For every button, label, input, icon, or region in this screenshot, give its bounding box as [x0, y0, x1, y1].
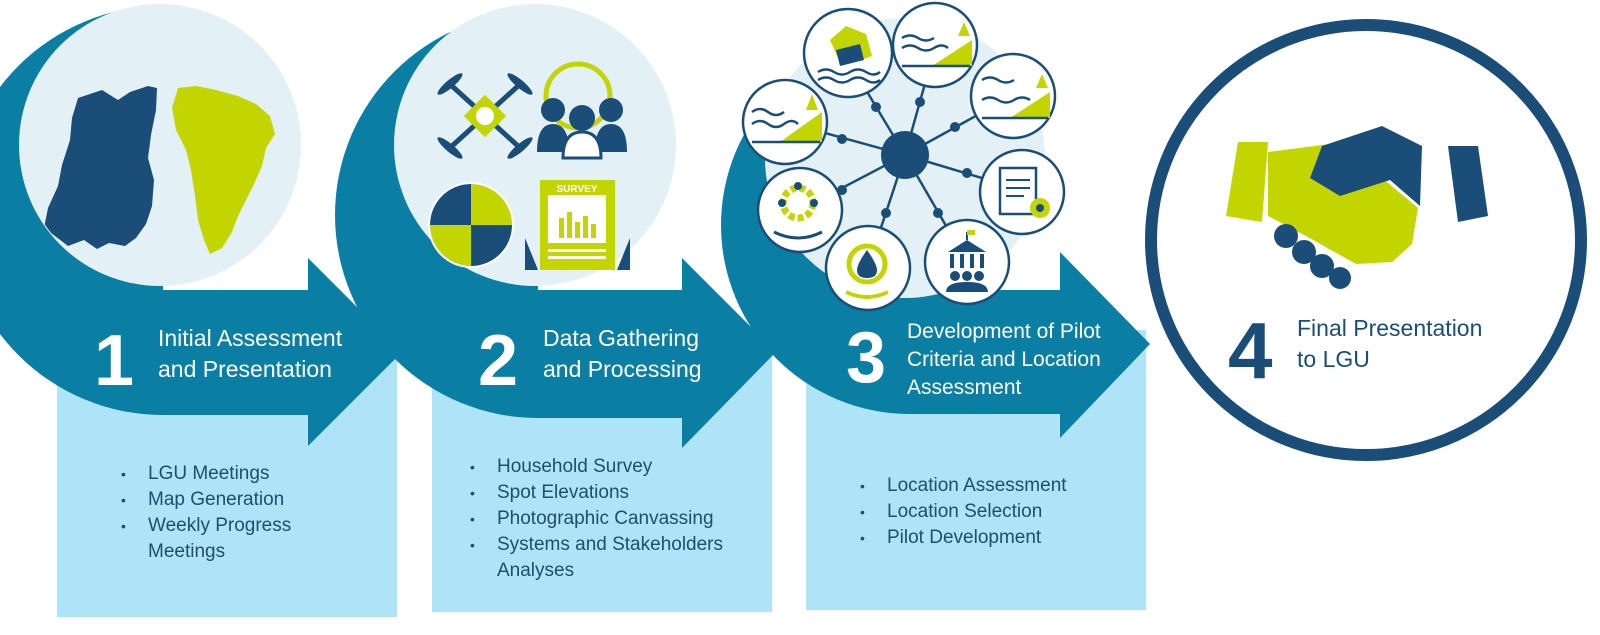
- government-building-icon: [923, 218, 1011, 306]
- step-3-title-line2: Criteria and Location: [907, 348, 1101, 371]
- step-1-number: 1: [94, 321, 134, 401]
- list-item: Systems and Stakeholders Analyses: [465, 532, 765, 584]
- step-4-title-line2: to LGU: [1297, 346, 1370, 372]
- document-gear-icon: [978, 148, 1066, 236]
- survey-document-icon: SURVEY: [525, 180, 630, 270]
- step-2-bullet-list: Household Survey Spot Elevations Photogr…: [465, 454, 765, 584]
- water-drop-hand-icon: [824, 224, 912, 312]
- people-group-icon: [537, 61, 627, 160]
- step-4-title-line1: Final Presentation: [1297, 315, 1482, 341]
- list-item: Location Assessment: [855, 473, 1135, 499]
- map-lime-region-icon: [172, 86, 275, 254]
- riverbank-icon: [969, 52, 1057, 140]
- list-item: LGU Meetings: [116, 461, 366, 487]
- step-3-group: 3 Development of Pilot Criteria and Loca…: [721, 1, 1150, 610]
- drone-icon: [437, 73, 533, 159]
- step-2-number: 2: [478, 321, 518, 401]
- survey-label: SURVEY: [557, 184, 598, 195]
- handshake-icon: [1226, 126, 1488, 289]
- flood-waves-icon: [891, 1, 979, 89]
- step-3-number: 3: [846, 318, 886, 398]
- step-2-title-line2: and Processing: [543, 356, 702, 382]
- list-item: Household Survey: [465, 454, 765, 480]
- list-item: Photographic Canvassing: [465, 506, 765, 532]
- list-item: Spot Elevations: [465, 480, 765, 506]
- list-item: Map Generation: [116, 487, 366, 513]
- map-dark-region-icon: [44, 86, 157, 249]
- step-3-title-line1: Development of Pilot: [907, 320, 1101, 343]
- list-item: Pilot Development: [855, 525, 1135, 551]
- step-1-title-line1: Initial Assessment: [158, 325, 343, 351]
- pie-chart-icon: [428, 182, 514, 268]
- list-item: Location Selection: [855, 499, 1135, 525]
- house-flood-icon: [802, 7, 894, 99]
- step-2-title-line1: Data Gathering: [543, 325, 699, 351]
- step-3-title-line3: Assessment: [907, 376, 1022, 399]
- list-item: Weekly Progress Meetings: [116, 513, 366, 565]
- step-1-group: 1 Initial Assessment and Presentation: [0, 4, 402, 617]
- community-hands-icon: [756, 166, 844, 254]
- coastal-waves-icon: [741, 78, 829, 166]
- step-3-bullet-list: Location Assessment Location Selection P…: [855, 473, 1135, 551]
- step-4-number: 4: [1228, 306, 1273, 395]
- step-1-bullet-list: LGU Meetings Map Generation Weekly Progr…: [116, 461, 366, 565]
- step-4-group: 4 Final Presentation to LGU: [1145, 19, 1587, 461]
- step-1-title-line2: and Presentation: [158, 356, 332, 382]
